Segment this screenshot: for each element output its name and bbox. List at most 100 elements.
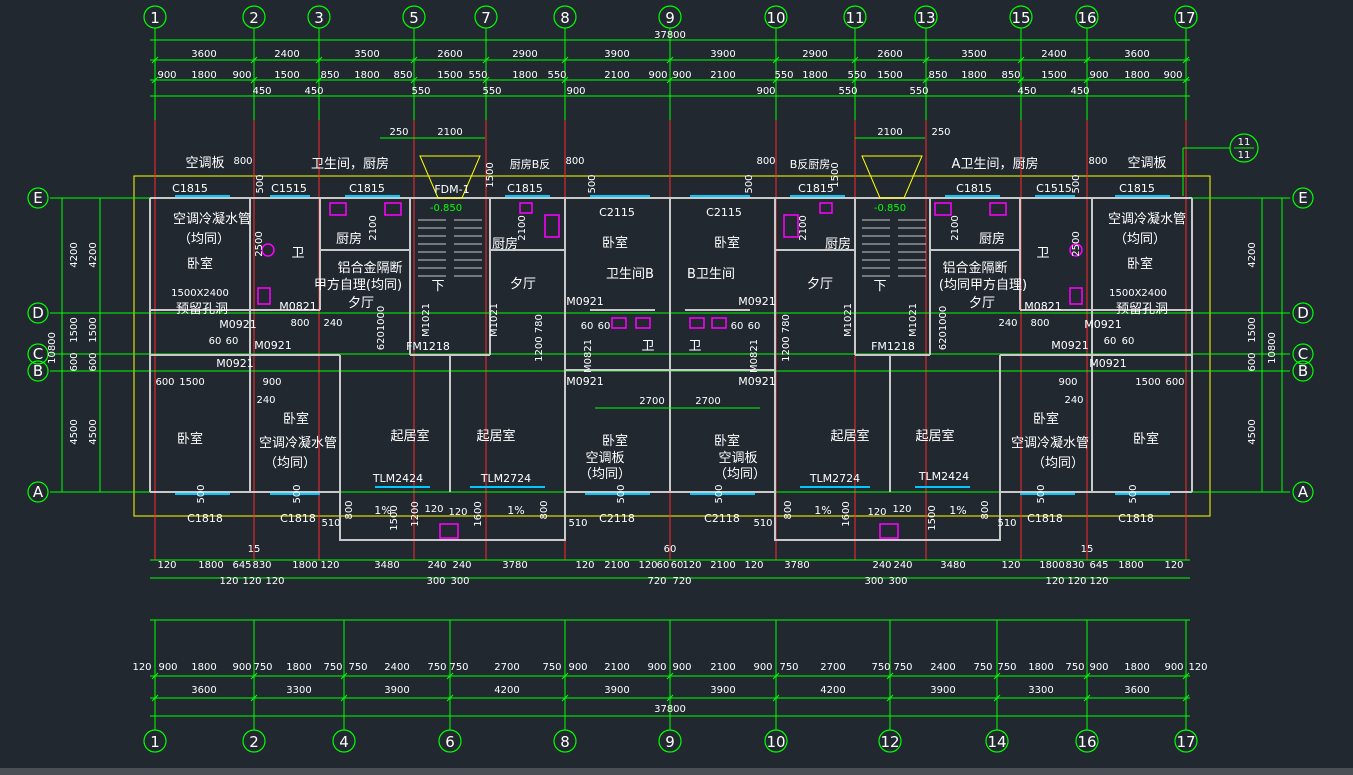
dimension-tick (446, 672, 454, 680)
dimension-value: 2100 (710, 70, 735, 81)
door-tag: FDM-1 (434, 183, 469, 196)
dimension-value: 1800 (1028, 662, 1053, 673)
dimension-tick (772, 76, 780, 84)
window-tag: C1515 (1036, 182, 1072, 195)
hole-size: 1500X2400 (1109, 288, 1167, 299)
dimension-value: 3300 (1028, 685, 1053, 696)
dimension-tick (1182, 76, 1190, 84)
dimension-value: 3480 (374, 560, 399, 571)
dimension-value: 2100 (710, 662, 735, 673)
dimension-tick (922, 56, 930, 64)
dimension-tick (1083, 672, 1091, 680)
axis-bubble-circle (553, 5, 577, 29)
axis-bubble-circle (332, 729, 356, 753)
window-tag: C1818 (187, 512, 223, 525)
dimension-value: 3600 (1124, 685, 1149, 696)
dimension-value: 750 (449, 662, 468, 673)
dimension-value: 240 (427, 560, 446, 571)
same-note: （均同） (1032, 456, 1084, 471)
dimension-value: 550 (547, 70, 566, 81)
sliding-door-tag: TLM2724 (809, 472, 860, 485)
dimension-value: 15 (248, 544, 261, 555)
dimension-value: 3900 (604, 685, 629, 696)
ac-board-label: 空调板 (185, 156, 224, 171)
axis-bubble-top: 11 (843, 5, 867, 29)
dimension-value: 750 (348, 662, 367, 673)
dim-240: 240 (1064, 395, 1083, 406)
dimension-tick (250, 56, 258, 64)
dimension-value: 1500 (877, 70, 902, 81)
dimension-value: 750 (893, 662, 912, 673)
dim-1200: 1200 (410, 501, 421, 526)
dimension-value: 4200 (1247, 242, 1258, 267)
dimension-value: 3500 (961, 49, 986, 60)
axis-label: B (33, 362, 43, 380)
callout-11: 11 11 (1182, 133, 1259, 196)
elevation-mark: -0.850 (874, 203, 906, 214)
ac-board-label: 空调板 (718, 451, 757, 466)
axis-bubble-circle (307, 5, 331, 29)
dimension-tick (1182, 672, 1190, 680)
dim-2500: 2500 (254, 231, 265, 256)
dim-120: 120 (424, 504, 443, 515)
dim-1600: 1600 (841, 501, 852, 526)
dimension-value: 2700 (494, 662, 519, 673)
dimension-value: 3480 (940, 560, 965, 571)
dimension-tick (561, 76, 569, 84)
dimension-value: 2700 (820, 662, 845, 673)
axis-bubble-side: C (1292, 343, 1314, 365)
axis-label: 8 (560, 733, 570, 751)
dimension-value: 1800 (286, 662, 311, 673)
dimension-value: 120 (242, 576, 261, 587)
axis-bubble-circle (843, 5, 867, 29)
dim-1500: 1500 (389, 505, 400, 530)
dimension-value: 1800 (802, 70, 827, 81)
ac-pipe-label: 空调冷凝水管 (1108, 211, 1186, 227)
dimension-value: 60 (664, 544, 677, 555)
axis-bubble-bottom: 9 (658, 729, 682, 753)
dim-60: 60 (226, 336, 239, 347)
dim-500: 500 (714, 484, 725, 503)
dimension-ticks (151, 56, 1190, 702)
dim-510: 510 (997, 518, 1016, 529)
dimension-value: 2400 (274, 49, 299, 60)
dimension-value: 120 (575, 560, 594, 571)
slope-mark: 1% (507, 504, 524, 517)
dimension-value: 850 (320, 70, 339, 81)
dim-1500: 1500 (179, 377, 204, 388)
dimension-value: 120 (682, 560, 701, 571)
dim-500: 500 (292, 484, 303, 503)
dim-500: 500 (196, 484, 207, 503)
dimension-value: 600 (69, 352, 80, 371)
dimension-value: 300 (888, 576, 907, 587)
dining-label: 夕厅 (807, 277, 833, 292)
dimension-value: 3300 (286, 685, 311, 696)
dim-800: 800 (344, 500, 355, 519)
dimension-value: 1800 (191, 662, 216, 673)
axis-bubble-circle (1292, 360, 1314, 382)
dim-800: 800 (1088, 156, 1107, 167)
axis-bubble-top: 5 (402, 5, 426, 29)
stair-left (418, 155, 482, 277)
elevation-mark: -0.850 (430, 203, 462, 214)
dimension-value: 300 (426, 576, 445, 587)
dimension-value: 550 (909, 86, 928, 97)
dimension-value: 900 (566, 86, 585, 97)
bedroom-label: 卧室 (714, 235, 740, 251)
dimension-tick (772, 56, 780, 64)
bath-b-label: B卫生间 (687, 267, 735, 282)
dimension-value: 120 (1188, 662, 1207, 673)
window-tag: C2115 (706, 206, 742, 219)
dimension-value: 2400 (930, 662, 955, 673)
axis-label: 2 (249, 733, 259, 751)
dimension-value: 15 (1081, 544, 1094, 555)
dimension-value: 4200 (88, 242, 99, 267)
dimension-value: 120 (157, 560, 176, 571)
axis-bubble-circle (1292, 343, 1314, 365)
dimension-tick (886, 694, 894, 702)
door-tag: FM1218 (406, 340, 450, 353)
dimension-value: 750 (542, 662, 561, 673)
axis-label: 17 (1176, 733, 1195, 751)
